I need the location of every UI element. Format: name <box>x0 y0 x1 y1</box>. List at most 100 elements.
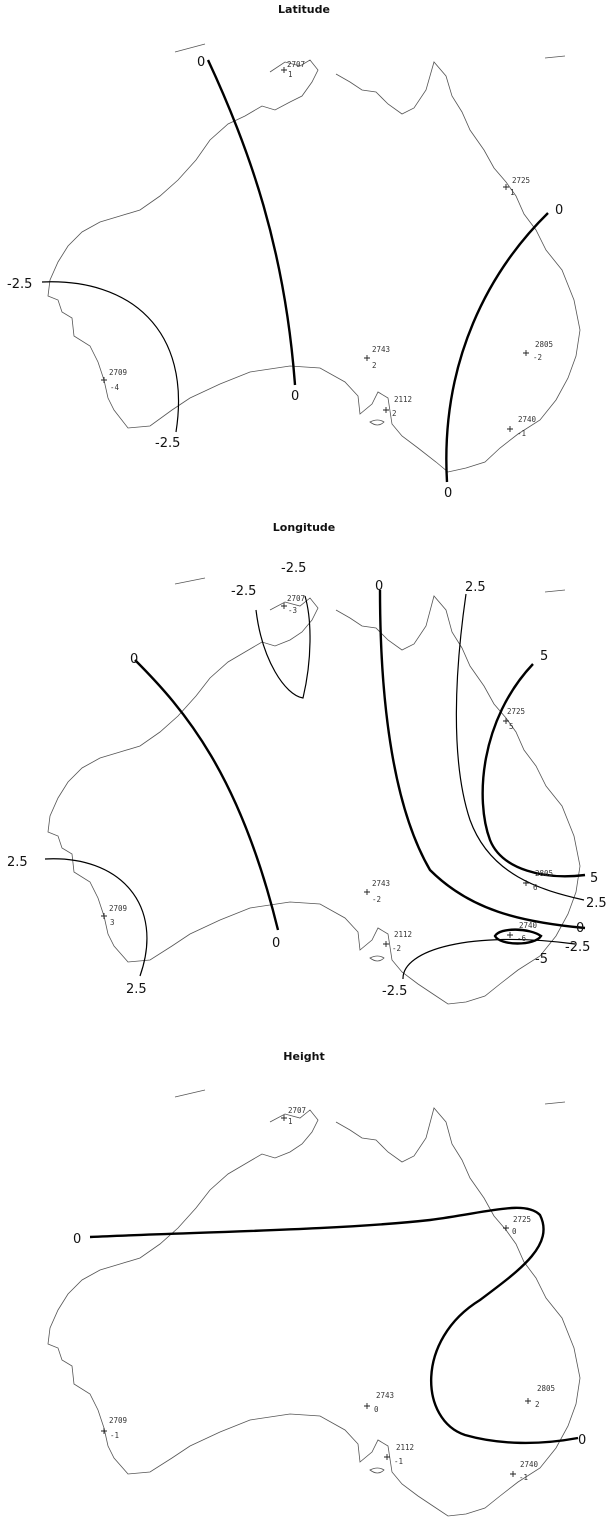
panel-title: Latitude <box>278 3 330 16</box>
contours <box>41 59 549 483</box>
coastline <box>47 43 581 473</box>
svg-text:2740: 2740 <box>518 415 537 424</box>
station: 2740 -6 <box>507 921 538 943</box>
svg-text:2740: 2740 <box>519 921 538 930</box>
contour-label: 2.5 <box>126 982 147 997</box>
longitude-map: -2.5 -2.5 0 2.5 0 5 2.5 2.5 0 5 2.5 0 -2… <box>7 561 607 1005</box>
svg-text:-6: -6 <box>517 934 527 943</box>
panel-title: Height <box>283 1050 325 1063</box>
contour-label: -2.5 <box>382 984 407 999</box>
contour-label: -2.5 <box>155 436 180 451</box>
svg-text:2709: 2709 <box>109 368 127 377</box>
svg-text:2: 2 <box>392 409 397 418</box>
svg-text:-1: -1 <box>517 429 526 438</box>
contour-label: 5 <box>590 871 598 886</box>
contour-label: 2.5 <box>7 855 28 870</box>
coastline <box>47 577 581 1005</box>
station: 2709 3 <box>101 904 127 927</box>
svg-text:-2: -2 <box>372 895 381 904</box>
contour-label: -2.5 <box>231 584 256 599</box>
svg-text:1: 1 <box>288 70 293 79</box>
station: 2805 6 <box>523 869 553 892</box>
svg-text:2725: 2725 <box>512 176 530 185</box>
svg-text:2709: 2709 <box>109 904 127 913</box>
contours <box>89 1206 579 1445</box>
svg-text:1: 1 <box>510 188 515 197</box>
stations: 2707 -3 2725 5 2709 3 2743 -2 2805 6 2112 -2 2… <box>101 594 553 953</box>
contour-label: 0 <box>197 55 205 70</box>
contour-label: 0 <box>130 652 138 667</box>
svg-text:2112: 2112 <box>396 1443 414 1452</box>
svg-text:-1: -1 <box>110 1431 119 1440</box>
station: 2740 -1 <box>507 415 537 438</box>
svg-text:2112: 2112 <box>394 930 412 939</box>
svg-text:2805: 2805 <box>535 340 553 349</box>
station: 2740 -1 <box>510 1460 539 1482</box>
panel-longitude: Longitude -2.5 -2.5 0 2.5 0 5 2.5 2.5 0 … <box>0 510 608 1010</box>
contour-label: 0 <box>291 389 299 404</box>
contour-label: -2.5 <box>7 277 32 292</box>
contour-label: 5 <box>540 649 548 664</box>
svg-text:2: 2 <box>372 361 377 370</box>
contour-label: 0 <box>578 1433 586 1448</box>
svg-text:2709: 2709 <box>109 1416 127 1425</box>
coastline <box>47 1089 581 1517</box>
svg-text:2805: 2805 <box>535 869 553 878</box>
svg-text:2743: 2743 <box>372 879 390 888</box>
contour-label: 2.5 <box>586 896 607 911</box>
contour-label: 0 <box>444 486 452 501</box>
contour-labels: 0 0 <box>73 1232 586 1448</box>
svg-text:2: 2 <box>535 1400 540 1409</box>
svg-text:2805: 2805 <box>537 1384 555 1393</box>
station: 2709 -4 <box>101 368 127 392</box>
svg-text:2743: 2743 <box>376 1391 394 1400</box>
svg-text:1: 1 <box>288 1117 293 1126</box>
contour-label: 0 <box>555 203 563 218</box>
svg-text:2707: 2707 <box>287 594 305 603</box>
station: 2805 -2 <box>523 340 553 362</box>
station: 2805 2 <box>525 1384 555 1409</box>
svg-text:2112: 2112 <box>394 395 412 404</box>
svg-text:3: 3 <box>110 918 115 927</box>
svg-text:2740: 2740 <box>520 1460 539 1469</box>
svg-text:-1: -1 <box>394 1457 403 1466</box>
station: 2725 1 <box>503 176 530 197</box>
contour-label: -5 <box>535 952 548 967</box>
svg-text:-1: -1 <box>519 1473 528 1482</box>
svg-text:-2: -2 <box>533 353 542 362</box>
svg-text:-3: -3 <box>288 606 297 615</box>
contour-label: -2.5 <box>565 940 590 955</box>
svg-text:2725: 2725 <box>507 707 525 716</box>
panel-title: Longitude <box>272 521 336 534</box>
contour-label: -2.5 <box>281 561 306 576</box>
contours <box>44 589 586 980</box>
svg-text:2725: 2725 <box>513 1215 531 1224</box>
station: 2725 0 <box>503 1215 531 1236</box>
station: 2743 2 <box>364 345 390 370</box>
contour-label: 0 <box>272 936 280 951</box>
contour-labels: -2.5 -2.5 0 2.5 0 5 2.5 2.5 0 5 2.5 0 -2… <box>7 561 607 999</box>
station: 2743 -2 <box>364 879 390 904</box>
station: 2709 -1 <box>101 1416 127 1440</box>
svg-text:0: 0 <box>512 1227 517 1236</box>
svg-text:-2: -2 <box>392 944 401 953</box>
svg-text:2743: 2743 <box>372 345 390 354</box>
station: 2743 0 <box>364 1391 394 1414</box>
svg-text:5: 5 <box>509 722 514 731</box>
svg-text:0: 0 <box>374 1405 379 1414</box>
station: 2112 2 <box>383 395 412 418</box>
contour-label: 0 <box>375 579 383 594</box>
svg-text:6: 6 <box>533 883 538 892</box>
svg-text:-4: -4 <box>110 383 120 392</box>
station: 2707 -3 <box>281 594 305 615</box>
svg-text:2707: 2707 <box>287 60 305 69</box>
contour-label: 0 <box>576 921 584 936</box>
